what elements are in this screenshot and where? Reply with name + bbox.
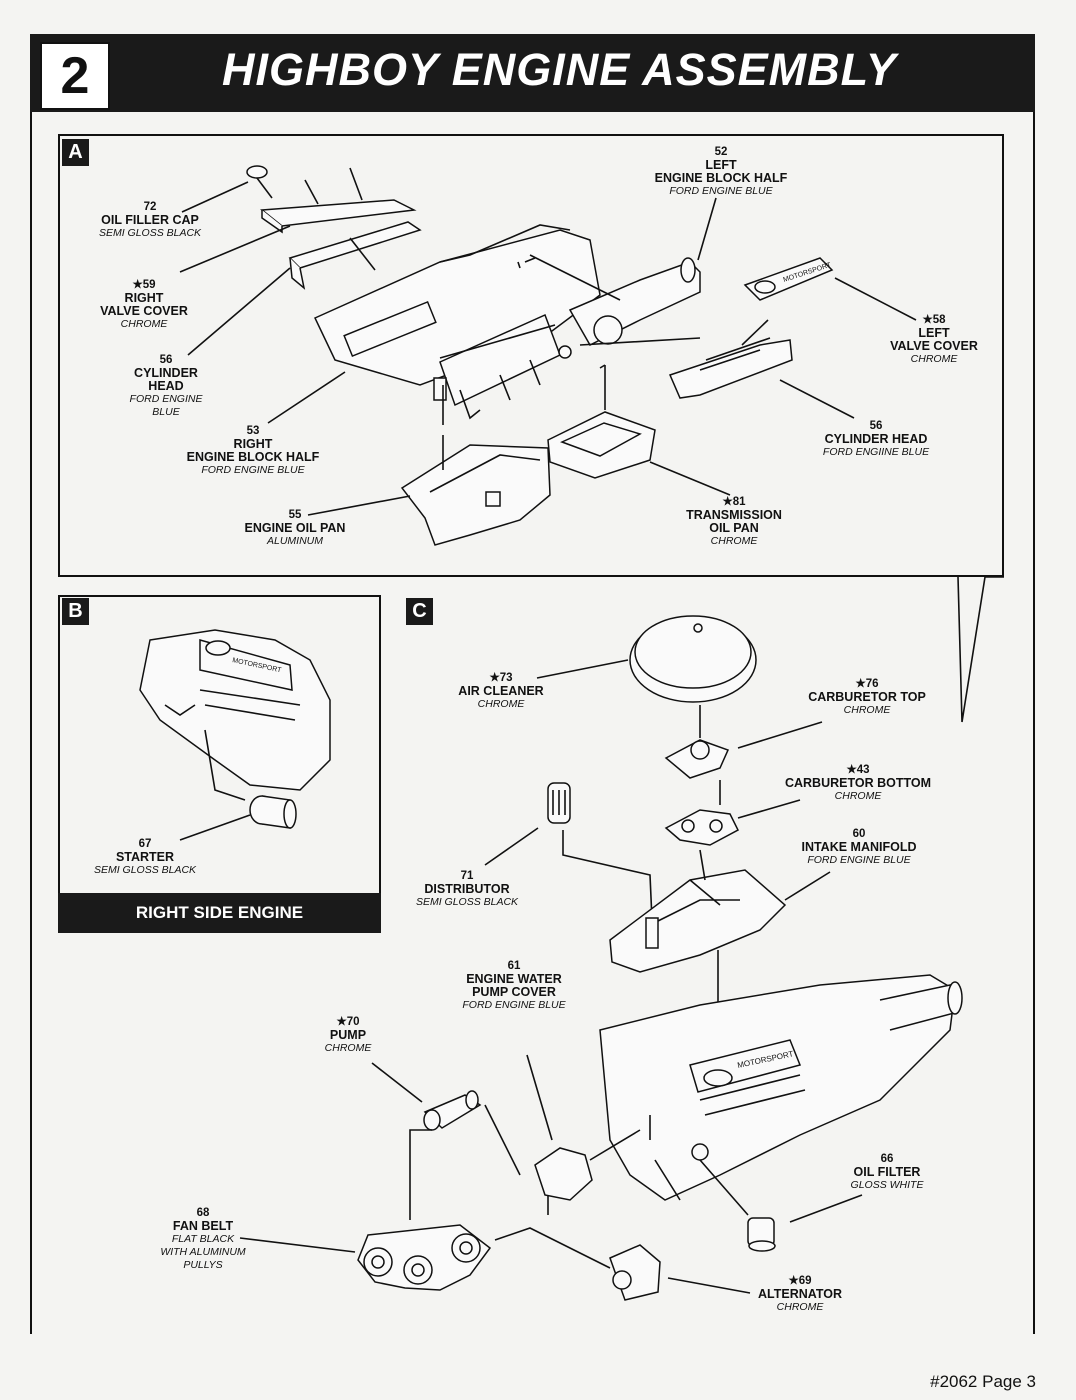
- cylinder-head-left-drawing: [668, 319, 793, 399]
- alternator-drawing: [609, 1244, 661, 1301]
- part-label-distributor: 71 DISTRIBUTOR SEMI GLOSS BLACK: [415, 870, 519, 908]
- air-cleaner-drawing: [629, 615, 757, 703]
- part-label-transmission-oil-pan: ★81 TRANSMISSION OIL PAN CHROME: [686, 496, 782, 547]
- right-valve-cover-drawing: [260, 167, 417, 234]
- engine-block-drawing: [313, 224, 601, 420]
- part-label-cylinder-head-left: 56 CYLINDER HEAD FORD ENGIINE BLUE: [822, 420, 930, 458]
- panel-a-badge: A: [62, 139, 89, 166]
- page-frame: [30, 112, 1035, 1334]
- panel-a-leaders: [179, 181, 917, 516]
- part-label-right-valve-cover: ★59 RIGHT VALVE COVER CHROME: [100, 279, 188, 330]
- carburetor-bottom-drawing: [664, 809, 739, 846]
- part-label-water-pump-cover: 61 ENGINE WATER PUMP COVER FORD ENGINE B…: [462, 960, 566, 1011]
- part-label-engine-oil-pan: 55 ENGINE OIL PAN ALUMINUM: [244, 509, 346, 547]
- panel-a: [58, 134, 1004, 577]
- cylinder-head-right-drawing: [288, 221, 422, 290]
- page-number: #2062 Page 3: [930, 1372, 1036, 1391]
- intake-manifold-drawing: [609, 869, 787, 973]
- distributor-drawing: [547, 782, 571, 824]
- part-label-fan-belt: 68 FAN BELT FLAT BLACK WITH ALUMINUM PUL…: [160, 1207, 246, 1271]
- fan-belt-drawing: [357, 1224, 492, 1291]
- part-label-oil-filter: 66 OIL FILTER GLOSS WHITE: [850, 1153, 924, 1191]
- oil-filter-drawing: [747, 1217, 776, 1252]
- part-label-cylinder-head-right: 56 CYLINDER HEAD FORD ENGINE BLUE: [129, 354, 203, 418]
- panel-c-badge: C: [406, 598, 433, 625]
- part-label-intake-manifold: 60 INTAKE MANIFOLD FORD ENGINE BLUE: [801, 828, 917, 866]
- page-title: HIGHBOY ENGINE ASSEMBLY: [222, 44, 897, 95]
- pump-drawing: [423, 1090, 482, 1131]
- part-label-carburetor-bottom: ★43 CARBURETOR BOTTOM CHROME: [784, 764, 932, 802]
- part-label-alternator: ★69 ALTERNATOR CHROME: [757, 1275, 843, 1313]
- part-label-left-engine-block-half: 52 LEFT ENGINE BLOCK HALF FORD ENGINE BL…: [654, 146, 788, 197]
- oil-pan-drawing: [400, 435, 551, 546]
- water-pump-cover-drawing: [534, 1147, 593, 1215]
- part-label-right-engine-block-half: 53 RIGHT ENGINE BLOCK HALF FORD ENGINE B…: [186, 425, 320, 476]
- complete-engine-drawing: MOTORSPORT: [599, 974, 963, 1201]
- part-label-carburetor-top: ★76 CARBURETOR TOP CHROME: [808, 678, 926, 716]
- panel-b-badge: B: [62, 598, 89, 625]
- panel-b-caption: RIGHT SIDE ENGINE: [58, 893, 381, 933]
- part-label-left-valve-cover: ★58 LEFT VALVE COVER CHROME: [890, 314, 978, 365]
- part-label-air-cleaner: ★73 AIR CLEANER CHROME: [458, 672, 544, 710]
- callout-pointer: [957, 576, 1004, 723]
- step-header: [30, 34, 1035, 112]
- transmission-oil-pan-drawing: [547, 365, 656, 479]
- part-label-oil-filler-cap: 72 OIL FILLER CAP SEMI GLOSS BLACK: [98, 201, 202, 239]
- right-side-engine-drawing: MOTORSPORT: [139, 629, 331, 801]
- starter-drawing: [249, 795, 297, 829]
- left-valve-cover-drawing: MOTORSPORT: [743, 257, 834, 301]
- part-label-starter: 67 STARTER SEMI GLOSS BLACK: [93, 838, 197, 876]
- step-number: 2: [40, 42, 110, 110]
- part-label-pump: ★70 PUMP CHROME: [324, 1016, 372, 1054]
- transmission-drawing: [517, 254, 701, 346]
- oil-filler-cap-drawing: [246, 165, 273, 199]
- carburetor-top-drawing: [664, 739, 730, 779]
